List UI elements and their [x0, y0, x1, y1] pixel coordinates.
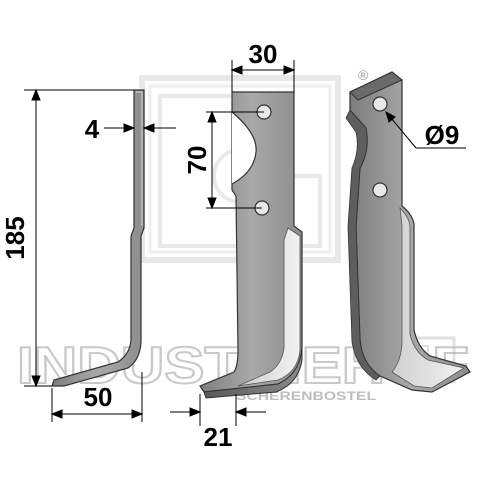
label-total-height: 185: [0, 216, 30, 259]
label-hole-diameter: Ø9: [425, 120, 460, 150]
dim-foot-length: [50, 372, 144, 422]
dim-bottom-width: [170, 394, 266, 426]
label-top-width: 30: [249, 39, 278, 69]
blade-perspective-view: [345, 71, 471, 393]
label-bottom-width: 21: [204, 422, 233, 452]
blade-front-view: [199, 91, 303, 399]
label-foot-length: 50: [84, 382, 113, 412]
dim-total-height: [24, 88, 134, 388]
perspective-hole-lower: [372, 182, 388, 198]
dim-top-width: [230, 60, 296, 92]
label-thickness: 4: [85, 114, 100, 144]
registered-mark: ®: [358, 67, 369, 83]
dim-hole-spacing: [206, 110, 264, 210]
dim-hole-diameter: [385, 110, 466, 149]
blade-side-profile: [51, 89, 145, 387]
label-hole-spacing: 70: [182, 146, 212, 175]
dim-thickness: [104, 123, 176, 133]
perspective-hole-upper: [372, 96, 388, 112]
